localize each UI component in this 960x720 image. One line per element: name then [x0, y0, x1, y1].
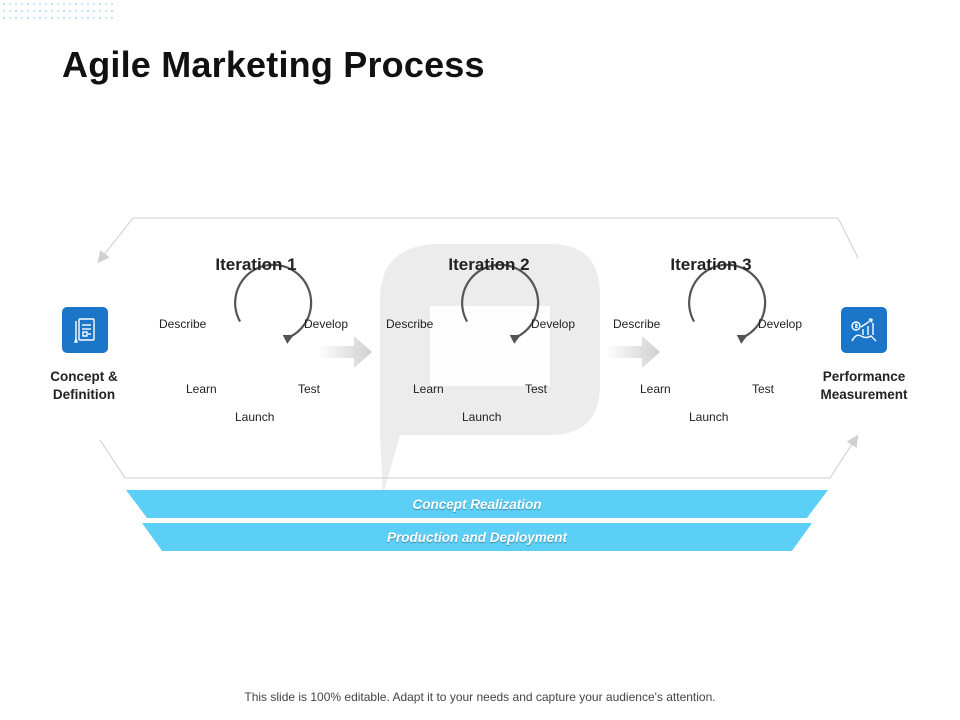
iteration-3-title: Iteration 3 [670, 255, 752, 274]
iteration-3-describe-label: Describe [613, 317, 661, 331]
iteration-2-title: Iteration 2 [448, 255, 530, 274]
iteration-2-learn-label: Learn [413, 382, 444, 396]
iteration-1-describe-label: Describe [159, 317, 207, 331]
production-deployment-band: Production and Deployment [142, 523, 812, 551]
growth-chart-icon [851, 318, 877, 342]
iteration-2-describe-label: Describe [386, 317, 434, 331]
dot-pattern-decoration [2, 2, 114, 20]
slide-title: Agile Marketing Process [62, 44, 485, 85]
iteration-3-learn-label: Learn [640, 382, 671, 396]
outer-frame [97, 217, 859, 479]
iteration-2-launch-label: Launch [462, 410, 502, 424]
performance-measurement-label-line1: Performance [822, 369, 906, 384]
performance-measurement-label: Performance Measurement [794, 368, 934, 404]
iteration-3-launch-label: Launch [689, 410, 729, 424]
iteration-3-develop-label: Develop [758, 317, 803, 331]
connector-arrow-1-2 [318, 336, 372, 368]
iteration-2-test-label: Test [525, 382, 548, 396]
footer-note: This slide is 100% editable. Adapt it to… [244, 690, 716, 704]
connector-arrow-2-3 [606, 336, 660, 368]
performance-measurement-icon-box [841, 307, 887, 353]
document-checklist-icon [74, 318, 95, 343]
performance-measurement-label-line2: Measurement [820, 387, 908, 402]
concept-definition-label: Concept & Definition [14, 368, 154, 404]
iteration-1-learn-label: Learn [186, 382, 217, 396]
iteration-1-launch-label: Launch [235, 410, 275, 424]
cycle-icon-2 [461, 263, 540, 344]
concept-definition-icon-box [62, 307, 108, 353]
iteration-1-title: Iteration 1 [215, 255, 297, 274]
iteration-1-develop-label: Develop [304, 317, 349, 331]
iteration-2-highlight-shape [380, 244, 600, 495]
cycle-icon-3 [688, 263, 767, 344]
concept-realization-band: Concept Realization [126, 490, 828, 518]
concept-definition-label-line1: Concept & [50, 369, 118, 384]
iteration-2-develop-label: Develop [531, 317, 576, 331]
concept-definition-label-line2: Definition [52, 387, 116, 402]
cycle-icon-1 [234, 263, 313, 344]
iteration-1-test-label: Test [298, 382, 321, 396]
iteration-3-test-label: Test [752, 382, 775, 396]
